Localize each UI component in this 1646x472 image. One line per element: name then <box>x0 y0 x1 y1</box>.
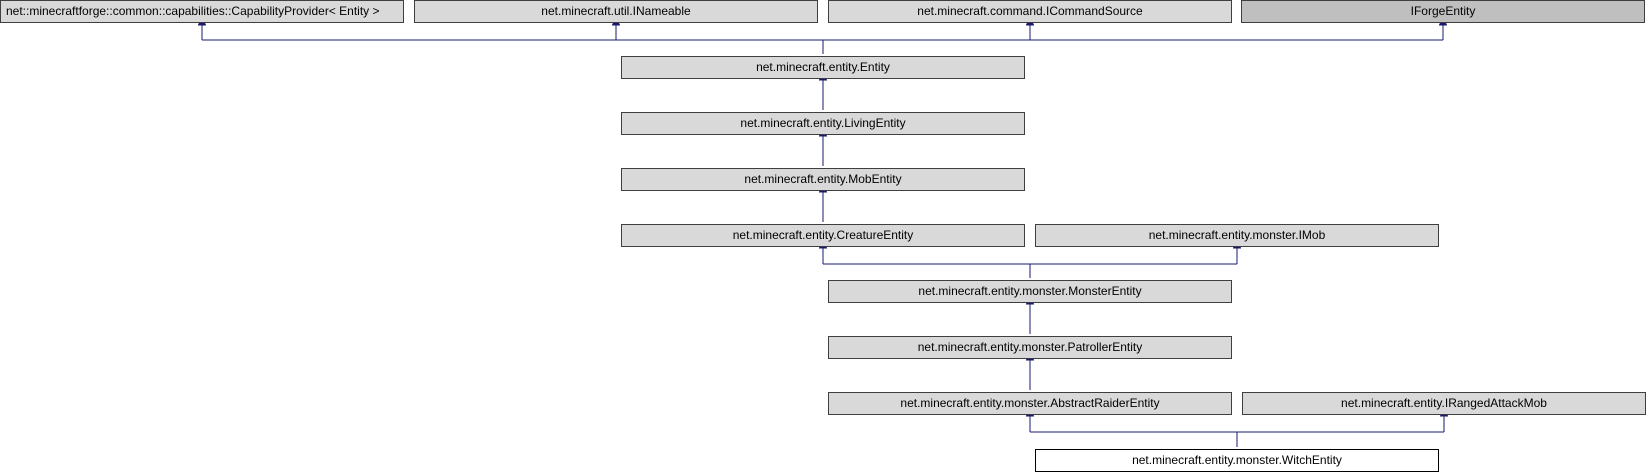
node-iforge-entity: IForgeEntity <box>1241 0 1645 23</box>
edge-witch-join <box>1030 431 1444 447</box>
edge-monster-join <box>823 263 1237 278</box>
node-imob[interactable]: net.minecraft.entity.monster.IMob <box>1035 224 1439 247</box>
node-mob-entity[interactable]: net.minecraft.entity.MobEntity <box>621 168 1025 191</box>
node-living-entity[interactable]: net.minecraft.entity.LivingEntity <box>621 112 1025 135</box>
node-monster-entity[interactable]: net.minecraft.entity.monster.MonsterEnti… <box>828 280 1232 303</box>
node-creature-entity[interactable]: net.minecraft.entity.CreatureEntity <box>621 224 1025 247</box>
node-patroller-entity[interactable]: net.minecraft.entity.monster.PatrollerEn… <box>828 336 1232 359</box>
node-witch-entity: net.minecraft.entity.monster.WitchEntity <box>1035 449 1439 472</box>
node-icommand-source[interactable]: net.minecraft.command.ICommandSource <box>828 0 1232 23</box>
node-entity[interactable]: net.minecraft.entity.Entity <box>621 56 1025 79</box>
node-capability-provider[interactable]: net::minecraftforge::common::capabilitie… <box>0 0 404 23</box>
node-iranged-attack-mob[interactable]: net.minecraft.entity.IRangedAttackMob <box>1242 392 1646 415</box>
node-inameable[interactable]: net.minecraft.util.INameable <box>414 0 818 23</box>
node-abstract-raider-entity[interactable]: net.minecraft.entity.monster.AbstractRai… <box>828 392 1232 415</box>
edge-entity-to-interfaces <box>202 39 1443 54</box>
